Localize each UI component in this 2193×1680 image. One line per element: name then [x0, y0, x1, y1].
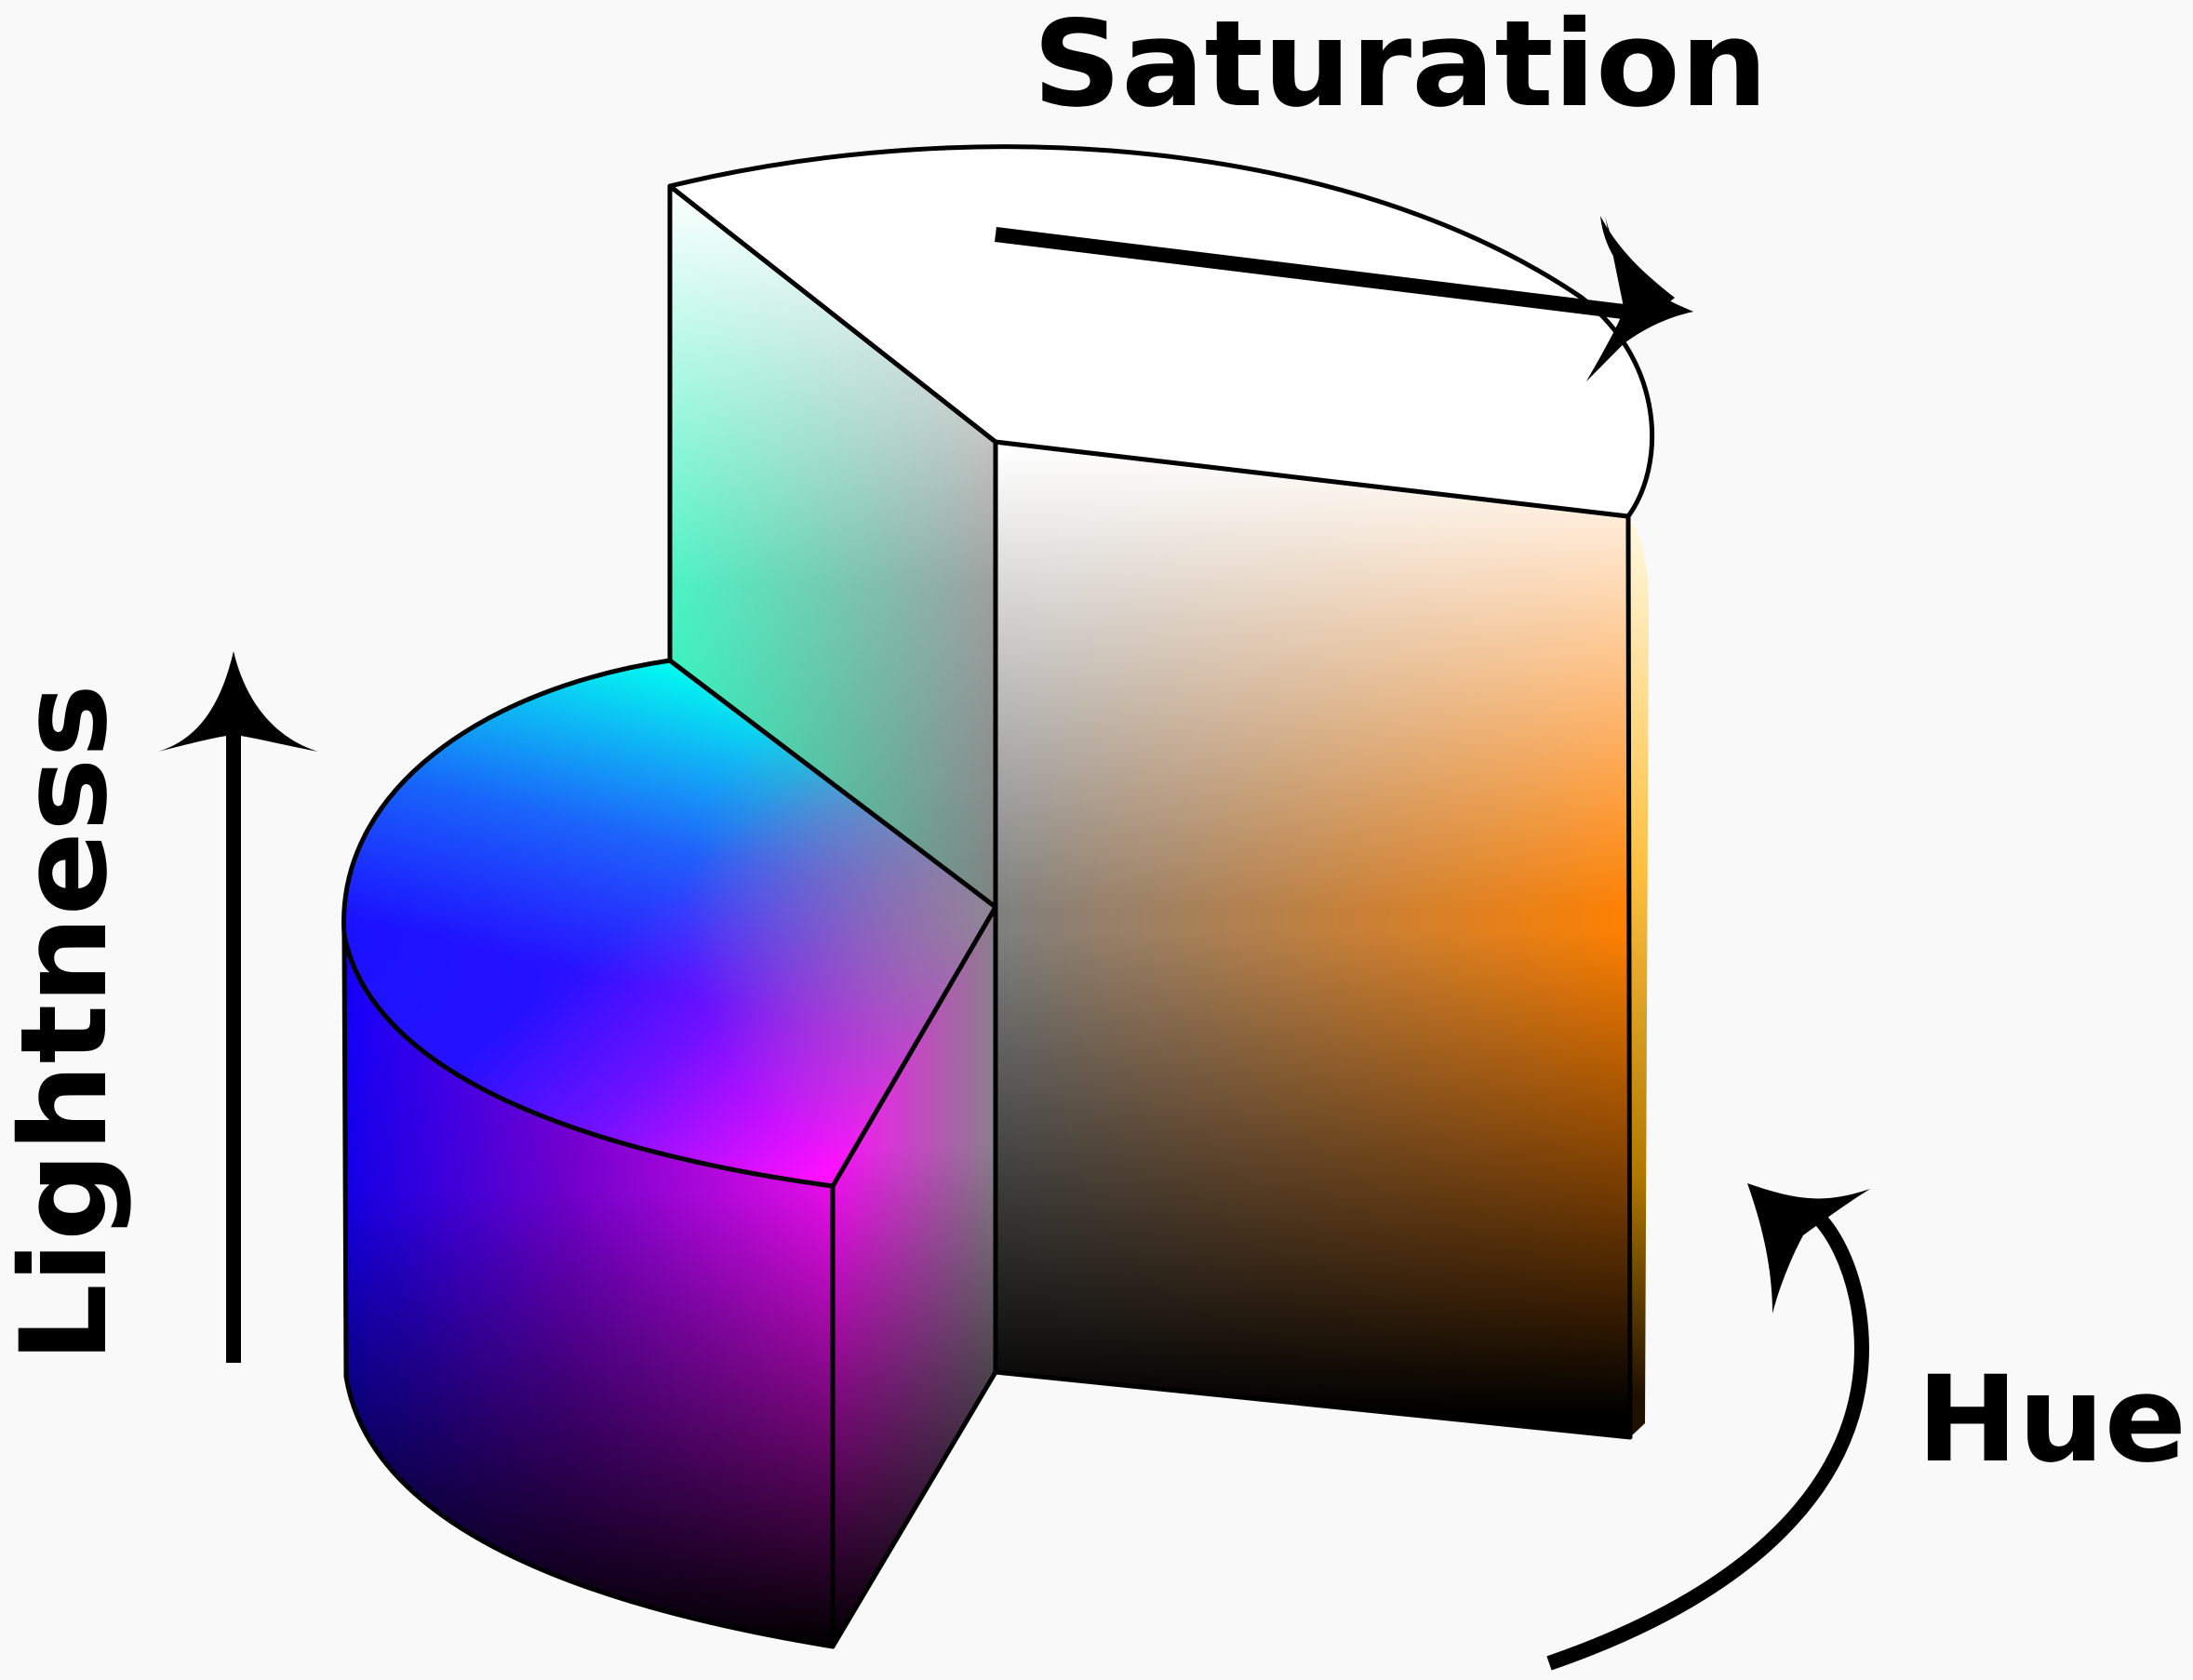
saturation-label: Saturation — [1033, 0, 1768, 134]
cylinder-top-disk — [341, 658, 998, 1189]
lightness-label: Lightness — [0, 684, 134, 1363]
upper-right-face — [993, 439, 1633, 1440]
upper-top-surface — [667, 144, 1655, 519]
lower-cylinder — [341, 658, 998, 1649]
hue-label: Hue — [1917, 1351, 2186, 1489]
lightness-arrow-icon — [158, 651, 318, 1363]
upper-section — [667, 144, 1655, 1440]
hue-arrow-icon — [1546, 1183, 1870, 1671]
saturation-arrow-icon — [995, 216, 1693, 381]
